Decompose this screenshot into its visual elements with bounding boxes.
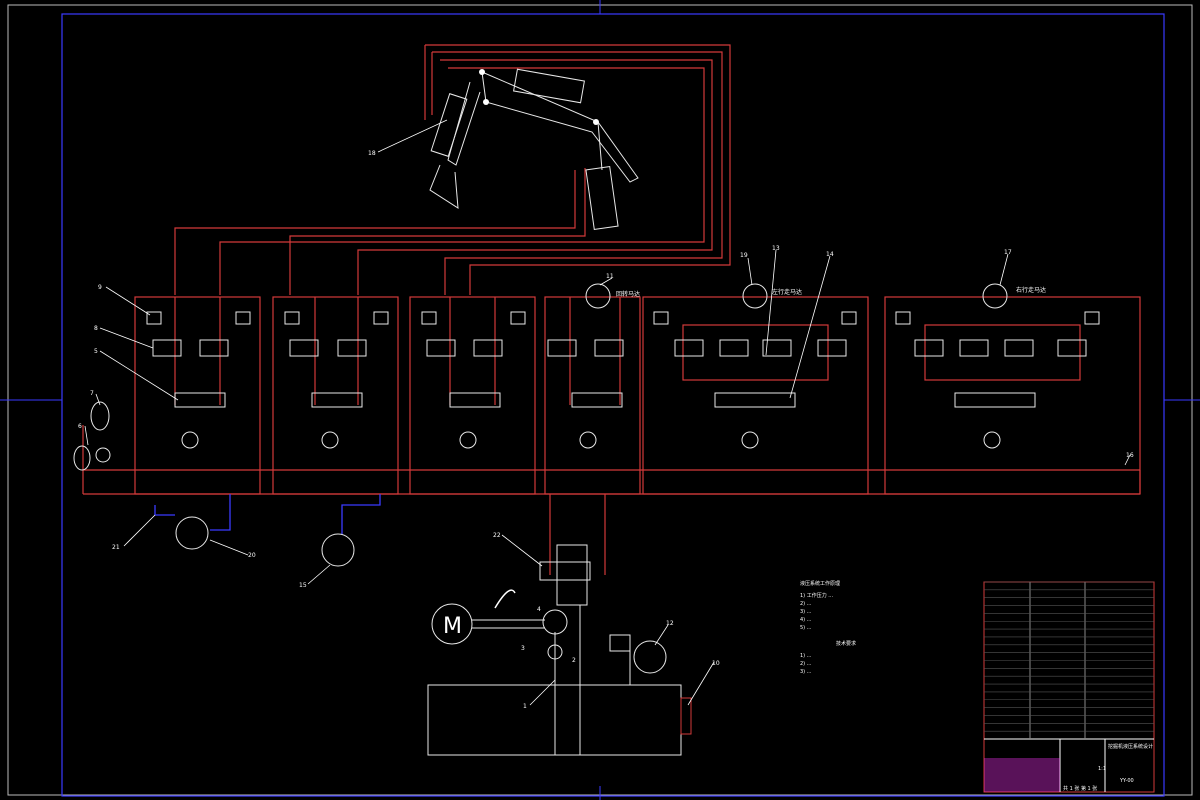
- label-n2: 2: [572, 657, 576, 664]
- tech-line: 2) ...: [800, 661, 812, 667]
- label-n16: 16: [1126, 452, 1134, 459]
- accumulators: [73, 401, 111, 471]
- leader-lines: [84, 119, 1131, 706]
- motor-symbol: M: [443, 614, 462, 639]
- section-1: [146, 297, 251, 449]
- inner-frame: [61, 13, 1165, 797]
- label-n15: 15: [299, 582, 307, 589]
- notes-line: 2) ...: [800, 601, 812, 607]
- label-n8: 8: [94, 325, 98, 332]
- drawing-number: YY-00: [1119, 778, 1134, 784]
- label-n17: 17: [1004, 249, 1012, 256]
- scale-text: 1:1: [1098, 766, 1106, 772]
- right-travel-motor-caption: 右行走马达: [1016, 286, 1046, 294]
- notes: 液压系统工作原理 1) 工作压力 ... 2) ... 3) ... 4) ..…: [800, 580, 856, 675]
- notes-line: 4) ...: [800, 617, 812, 623]
- label-n14: 14: [826, 251, 834, 258]
- left-travel-motor-caption: 左行走马达: [772, 288, 802, 296]
- title-block: [983, 581, 1155, 793]
- section-5-left-travel: [653, 283, 857, 449]
- actuator-pipes: [174, 44, 731, 295]
- label-n20: 20: [248, 552, 256, 559]
- section-6-right-travel: [895, 283, 1100, 449]
- label-n3: 3: [521, 645, 525, 652]
- label-n21: 21: [112, 544, 120, 551]
- title-block-text: 挖掘机液压系统设计 1:1 YY-00 共 1 张 第 1 张: [1063, 743, 1153, 792]
- label-n19: 19: [740, 252, 748, 259]
- valve-bank: [82, 296, 1141, 495]
- label-n13: 13: [772, 245, 780, 252]
- label-n10: 10: [712, 660, 720, 667]
- notes-line: 3) ...: [800, 609, 812, 615]
- label-n12: 12: [666, 620, 674, 627]
- cooler-fan-icon: [175, 516, 209, 550]
- pump-and-tank: [427, 494, 692, 756]
- swing-motor-icon: [585, 283, 611, 309]
- label-n11: 11: [606, 273, 614, 280]
- excavator-arm: [429, 68, 639, 230]
- section-4-swing: [547, 283, 624, 449]
- notes-line: 5) ...: [800, 625, 812, 631]
- label-n18: 18: [368, 150, 376, 157]
- right-travel-motor-icon: [982, 283, 1008, 309]
- label-n7: 7: [90, 390, 94, 397]
- label-n22: 22: [493, 532, 501, 539]
- label-n9: 9: [98, 284, 102, 291]
- tech-line: 1) ...: [800, 653, 812, 659]
- section-3: [421, 297, 526, 449]
- label-n5: 5: [94, 348, 98, 355]
- label-n4: 4: [537, 606, 541, 613]
- notes-title: 液压系统工作原理: [800, 580, 840, 587]
- left-travel-motor-icon: [742, 283, 768, 309]
- tech-line: 3) ...: [800, 669, 812, 675]
- notes-line: 1) 工作压力 ...: [800, 592, 833, 599]
- title-block-rows: [984, 581, 1154, 732]
- drain-lines: [154, 494, 381, 535]
- project-title: 挖掘机液压系统设计: [1108, 743, 1153, 750]
- section-2: [284, 297, 389, 449]
- sheet-text: 共 1 张 第 1 张: [1063, 785, 1097, 792]
- swing-motor-caption: 回转马达: [616, 290, 640, 298]
- electric-motor-icon: [431, 603, 473, 645]
- label-n1: 1: [523, 703, 527, 710]
- label-n6: 6: [78, 423, 82, 430]
- part-numbers: 18 9 8 5 7 6 21 20 15 22 4 3 2 1 12 10 1…: [78, 150, 1134, 710]
- pressure-gauge-icon: [321, 533, 355, 567]
- tech-title: 技术要求: [836, 640, 856, 647]
